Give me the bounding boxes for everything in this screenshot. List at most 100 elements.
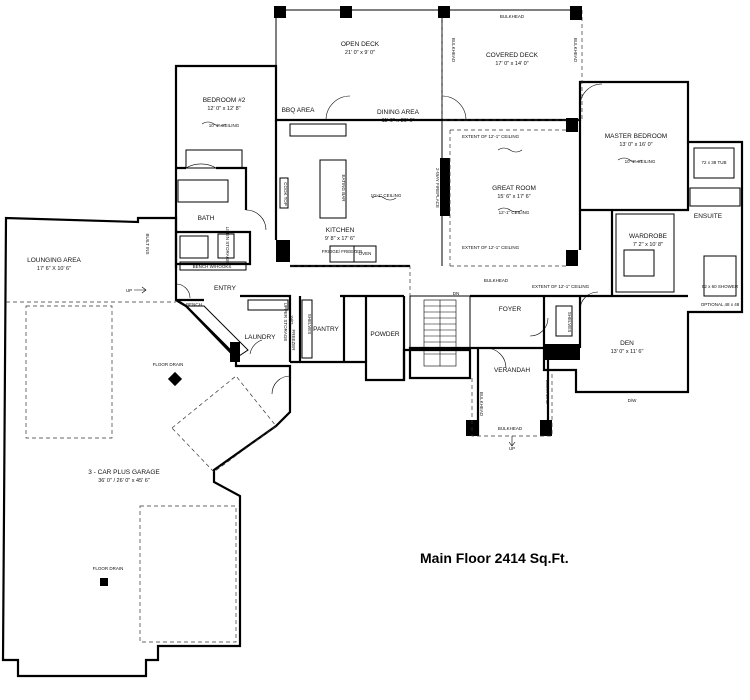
entry-label: ENTRY — [214, 285, 237, 292]
upper-storage-label: UPPER STORAGE — [283, 303, 288, 342]
plan-title: Main Floor 2414 Sq.Ft. — [420, 550, 569, 566]
open-deck-dim: 21' 0" x 9' 0" — [345, 50, 375, 56]
bench-hooks — [179, 261, 247, 271]
up-lounging-label: UP — [126, 288, 132, 293]
up-verandah-label: UP — [509, 446, 515, 451]
kitchen-label: KITCHEN — [326, 227, 355, 234]
wd-label: W/D — [289, 316, 294, 325]
bath-label: BATH — [198, 215, 215, 222]
verandah-wall — [476, 348, 550, 436]
powder-wall — [364, 296, 406, 380]
garage-label: 3 - CAR PLUS GARAGE — [88, 469, 160, 476]
great-room-dim: 15' 6" x 17' 6" — [497, 194, 530, 200]
kitchen-dim: 9' 8" x 17' 6" — [325, 236, 355, 242]
tub-label: 72 x 38 TUB — [702, 160, 727, 165]
cooktop — [279, 177, 289, 209]
master-ceiling: 10'-1" CEILING — [625, 159, 656, 164]
house-outer-wall — [174, 64, 744, 394]
bulkhead-left: BULKHEAD — [451, 38, 456, 63]
shower — [703, 255, 737, 297]
laundry-wall — [240, 294, 404, 362]
up-arrow-verandah — [508, 436, 516, 447]
master-wall — [578, 120, 690, 296]
fireplace-label: 2-WAY FIREPLACE — [435, 168, 440, 208]
floor-drain-1-label: FLOOR DRAIN — [153, 362, 184, 367]
verandah-label: VERANDAH — [494, 367, 530, 374]
foyer-wall — [470, 294, 582, 348]
parking-stall-3 — [139, 505, 237, 643]
oven-label: OVEN — [359, 251, 372, 256]
bulkhead-verandah-left: BULKHEAD — [479, 392, 484, 417]
open-deck-outline — [275, 9, 443, 121]
wardrobe-label: WARDROBE — [629, 233, 668, 240]
great-room-post — [566, 250, 578, 266]
pantry-label: PANTRY — [313, 326, 339, 333]
dw-label: D/W — [628, 398, 638, 403]
open-deck-label: OPEN DECK — [341, 41, 380, 48]
bench-hooks-label: BENCH W/HOOKS — [193, 264, 232, 269]
stairs-outline — [409, 295, 471, 379]
ceiling-extent-top: EXTENT OF 12'-1" CEILING — [462, 134, 520, 139]
entry-bench — [186, 305, 249, 359]
ensuite-vanity — [689, 187, 741, 207]
door-swings — [175, 83, 603, 395]
pantry-shelves — [301, 299, 313, 359]
bedroom2-closet — [185, 149, 243, 169]
dining-dim: 11' 0" x 20' 6" — [382, 118, 415, 124]
bath-vanity — [177, 179, 229, 203]
kitchen-hall — [290, 265, 411, 296]
bulkhead-top: BULKHEAD — [500, 14, 525, 19]
deck-post — [566, 118, 578, 132]
fireplace — [440, 158, 450, 216]
den-dim: 13' 0" x 11' 6" — [611, 349, 644, 355]
great-room-ceiling: 12'-1" CEILING — [499, 210, 530, 215]
eating-bar-label: EATING BAR — [341, 175, 346, 203]
bedroom2-label: BEDROOM #2 — [203, 97, 246, 104]
bulkhead-verandah-top: BULKHEAD — [498, 426, 523, 431]
bath-tub — [179, 235, 209, 259]
bench-label: BENCH — [186, 302, 202, 307]
laundry-counter — [247, 299, 289, 311]
lounging-label: LOUNGING AREA — [27, 257, 81, 264]
bedroom2-dim: 12' 0" x 12' 8" — [207, 106, 240, 112]
bath-wall — [176, 230, 252, 266]
covered-deck-dim: 17' 0" x 14' 0" — [495, 61, 528, 67]
ceiling-extent-bottom: EXTENT OF 12'-1" CEILING — [462, 245, 520, 250]
bulkhead-verandah-right: BULKHEAD — [545, 380, 550, 405]
kitchen-ceiling: 10'-1" CEILING — [371, 193, 402, 198]
up-arrow-lounging — [134, 286, 147, 294]
den-shelves — [555, 305, 573, 337]
optional-shower-label: OPTIONAL 48 x 48 — [701, 302, 740, 307]
eating-bar — [319, 159, 347, 219]
linen-label: LINEN STORAGE — [225, 227, 230, 263]
wardrobe-dim: 7' 2" x 10' 8" — [633, 242, 663, 248]
laundry-label: LAUNDRY — [245, 334, 277, 341]
linen — [217, 233, 235, 259]
dining-label: DINING AREA — [377, 109, 420, 116]
bedroom2-ceiling: 10' 1" CEILING — [209, 123, 240, 128]
deck-post — [340, 6, 352, 18]
freezer-label: FREEZER — [291, 329, 296, 351]
ceiling-fan-symbols — [201, 121, 643, 213]
foyer-shelves-label: SHELVES — [567, 312, 572, 332]
garage-outer-wall — [1, 216, 292, 678]
wardrobe-outline — [615, 213, 675, 293]
shower-label: 52 x 60 SHOWER — [702, 284, 739, 289]
foyer-label: FOYER — [499, 306, 522, 313]
powder-label: POWDER — [370, 331, 400, 338]
wardrobe-island — [623, 249, 655, 277]
kitchen-post — [276, 240, 290, 262]
ensuite-label: ENSUITE — [694, 213, 723, 220]
floor-drain-2-symbol — [100, 578, 108, 586]
built-ins-label: BUILT INS — [145, 233, 150, 254]
ceiling-extent — [449, 129, 566, 267]
deck-post — [274, 6, 286, 18]
oven — [353, 245, 377, 263]
pantry-shelves-label: SHELVES — [307, 314, 312, 334]
stair-treads — [423, 299, 457, 367]
great-room-label: GREAT ROOM — [492, 185, 536, 192]
cooktop-label: COOK TOP — [283, 182, 288, 206]
bulkhead-right: BULKHEAD — [573, 38, 578, 63]
bedroom2-wall — [176, 166, 248, 210]
